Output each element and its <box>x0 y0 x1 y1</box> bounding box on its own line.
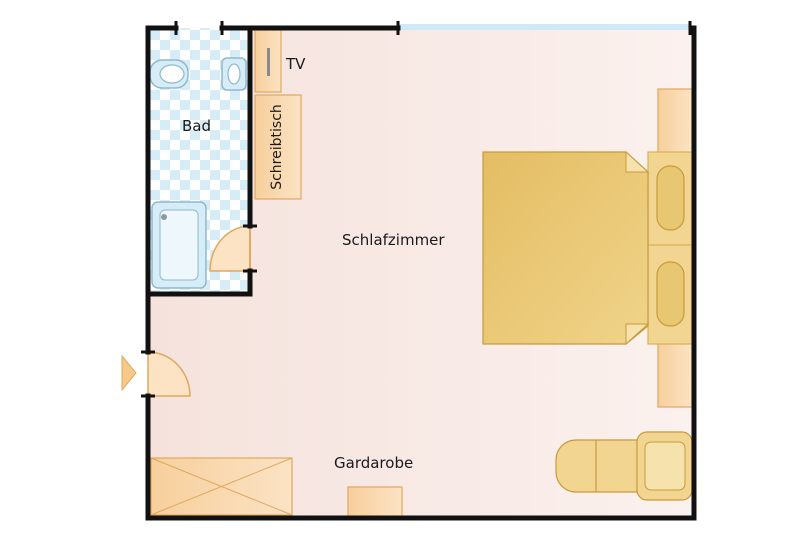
pillow-top <box>656 165 685 231</box>
small-cabinet <box>347 486 403 518</box>
desk <box>254 94 302 200</box>
bathtub-icon <box>151 201 207 289</box>
window <box>398 24 690 30</box>
sink-icon <box>221 57 247 91</box>
walls <box>145 25 697 521</box>
desk-label: Schreibtisch <box>269 104 285 190</box>
pillow-bottom <box>656 261 685 327</box>
bedroom-label: Schlafzimmer <box>342 231 445 249</box>
tv-label: TV <box>286 55 306 73</box>
bathroom-door <box>209 225 251 272</box>
wall-ticks <box>141 21 692 398</box>
bathroom-label: Bad <box>182 117 212 135</box>
toilet-icon <box>149 59 189 89</box>
entrance-door <box>121 351 191 397</box>
tv-screen-icon <box>267 48 270 76</box>
nightstand-top <box>657 88 693 154</box>
armchair <box>555 431 693 501</box>
nightstand-bottom <box>657 342 693 408</box>
wardrobe-label: Gardarobe <box>334 454 414 472</box>
bed <box>482 150 693 346</box>
wardrobe <box>150 457 293 516</box>
